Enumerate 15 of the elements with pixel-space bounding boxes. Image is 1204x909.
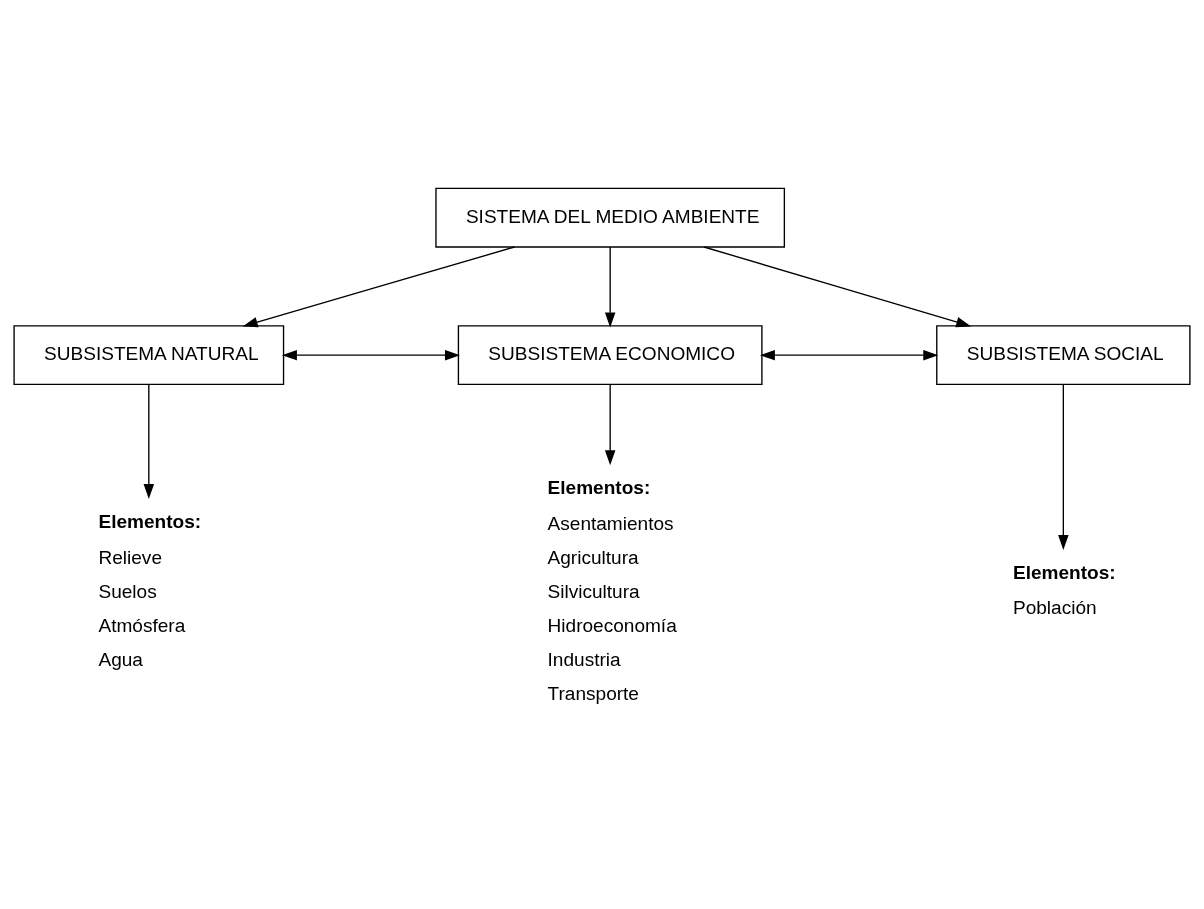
arrow [143,384,155,500]
arrow [703,246,972,328]
node-box: SUBSISTEMA NATURAL [13,325,285,386]
node-box: SUBSISTEMA ECONOMICO [457,325,763,386]
arrow [1058,384,1069,551]
node-text: Elementos: Relieve Suelos Atmósfera Agua [98,511,202,670]
arrow [281,349,460,361]
arrow [759,349,939,361]
node-box: SISTEMA DEL MEDIO AMBIENTE [435,187,786,248]
arrow [604,384,616,466]
node-text: Elementos: Asentamientos Agricultura Silvicultura Hidroeconomía Industria Transporte [547,477,677,704]
arrow [242,246,516,328]
arrow [604,246,616,328]
node-text: Elementos: Población [1012,561,1116,618]
node-box: SUBSISTEMA SOCIAL [936,325,1191,386]
